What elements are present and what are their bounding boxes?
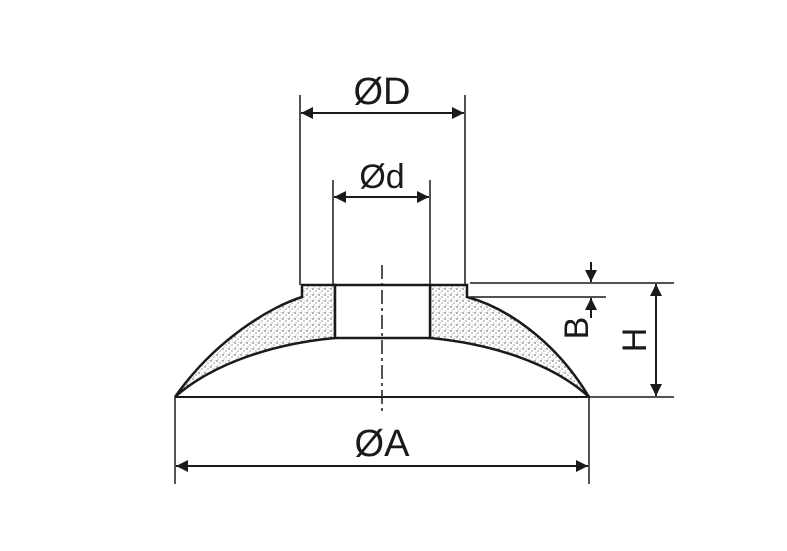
wheel-left-section	[173, 283, 337, 398]
wheel-right-section	[428, 283, 591, 398]
hub-diameter-label: ØD	[354, 71, 411, 113]
outer-diameter-label: ØA	[355, 423, 411, 465]
bore-diameter-label: Ød	[359, 158, 404, 196]
rim-thickness-label: B	[558, 317, 596, 340]
height-label: H	[616, 328, 654, 353]
